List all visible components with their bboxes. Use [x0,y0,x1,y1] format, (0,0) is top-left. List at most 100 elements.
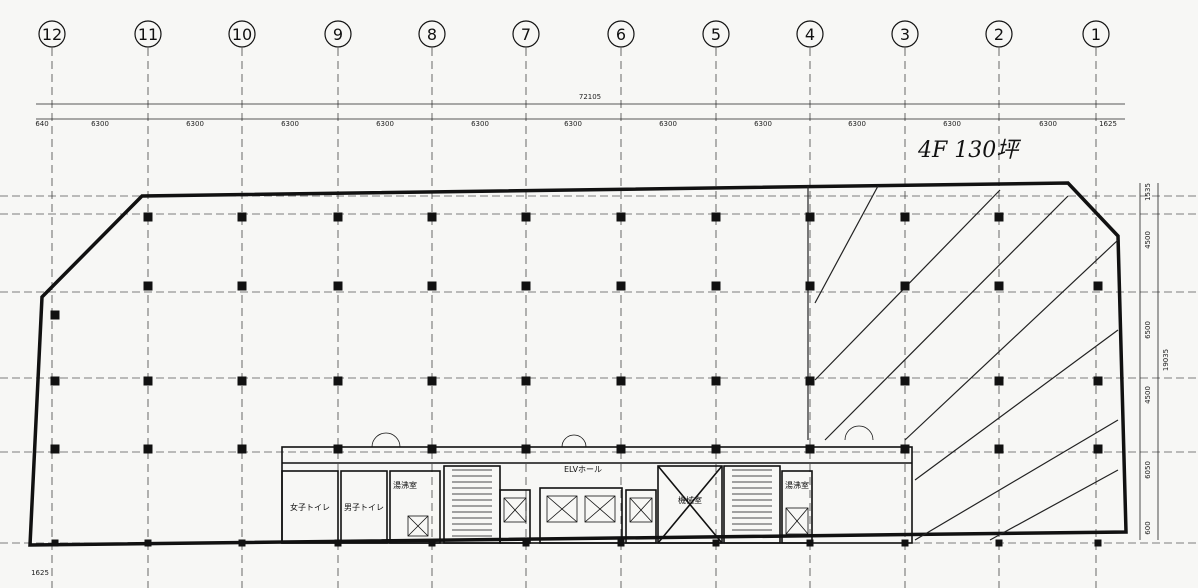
column-marker [994,281,1004,291]
column-marker [427,212,437,222]
column-marker [521,376,531,386]
column-marker [901,539,909,547]
column-marker [427,444,437,454]
column-marker [900,212,910,222]
span-dimension: 1625 [1099,120,1117,128]
span-dimension: 6300 [471,120,489,128]
column-marker [333,281,343,291]
axis-bubble [324,20,352,48]
column-marker [805,444,815,454]
column-marker [334,539,342,547]
span-dimension: 6300 [1039,120,1057,128]
column-marker [333,376,343,386]
column-marker [1093,281,1103,291]
axis-label: 12 [42,25,62,44]
overall-dimension: 72105 [579,93,601,101]
span-dimension: 6300 [754,120,772,128]
axis-label: 9 [333,25,343,44]
column-marker [805,376,815,386]
column-marker [616,444,626,454]
column-marker [521,281,531,291]
column-marker [237,376,247,386]
column-marker [50,376,60,386]
column-marker [900,281,910,291]
axis-bubble [1082,20,1110,48]
axis-label: 5 [711,25,721,44]
column-marker [805,212,815,222]
column-marker [711,212,721,222]
axis-bubble [228,20,256,48]
axis-label: 1 [1091,25,1101,44]
column-marker [427,376,437,386]
side-dimension: 4500 [1144,386,1152,404]
column-marker [143,212,153,222]
shaft-label: 機械室 [678,495,702,505]
column-marker [238,539,246,547]
column-marker [333,444,343,454]
span-dimension: 6300 [848,120,866,128]
axis-bubble [702,20,730,48]
elevator-cars [407,495,809,537]
column-marker [428,539,436,547]
column-marker [143,444,153,454]
span-dimensions: 640 6300 6300 6300 6300 6300 6300 6300 6300 6300 6… [35,120,1117,128]
side-dimension: 6500 [1144,321,1152,339]
column-marker [522,539,530,547]
column-marker [1093,376,1103,386]
span-dimension: 640 [35,120,48,128]
stair-treads [452,469,772,537]
axis-label: 6 [616,25,626,44]
side-dimension: 600 [1144,521,1152,534]
column-marker [237,212,247,222]
column-marker [617,539,625,547]
column-marker [712,539,720,547]
dimension-top [36,103,1125,120]
span-dimension: 6300 [376,120,394,128]
column-marker [995,539,1003,547]
axis-label: 7 [521,25,531,44]
column-marker [427,281,437,291]
column-marker [237,281,247,291]
column-marker [994,376,1004,386]
axis-bubble [607,20,635,48]
column-marker [50,310,60,320]
door-swings [371,425,874,448]
side-dimension: 4500 [1144,231,1152,249]
span-dimension: 6300 [281,120,299,128]
axis-label: 3 [900,25,910,44]
side-dimension: 19035 [1162,349,1170,371]
column-marker [900,444,910,454]
span-dimension: 6300 [564,120,582,128]
column-marker [237,444,247,454]
column-grid-lines [51,48,1097,588]
axis-label: 11 [138,25,158,44]
column-marker [143,281,153,291]
axis-label: 4 [805,25,815,44]
axis-bubble [512,20,540,48]
building-outline [28,181,1128,547]
column-marker [900,376,910,386]
axis-bubble [134,20,162,48]
column-marker [616,212,626,222]
storage-left-label: 湯沸室 [393,480,417,490]
span-dimension: 6300 [659,120,677,128]
span-dimension: 6300 [943,120,961,128]
span-dimension: 6300 [91,120,109,128]
axis-bubble [418,20,446,48]
axis-bubble [38,20,66,48]
column-marker [1094,539,1102,547]
column-marker [50,444,60,454]
column-marker [805,281,815,291]
column-marker [616,376,626,386]
women-toilet-label: 女子トイレ [290,502,330,512]
column-marker [711,444,721,454]
structural-columns [50,212,1103,547]
column-marker [994,212,1004,222]
axis-label: 8 [427,25,437,44]
column-marker [711,376,721,386]
column-marker [143,376,153,386]
storage-right-label: 湯沸室 [785,480,809,490]
bottom-left-dimension: 1625 [31,569,49,577]
